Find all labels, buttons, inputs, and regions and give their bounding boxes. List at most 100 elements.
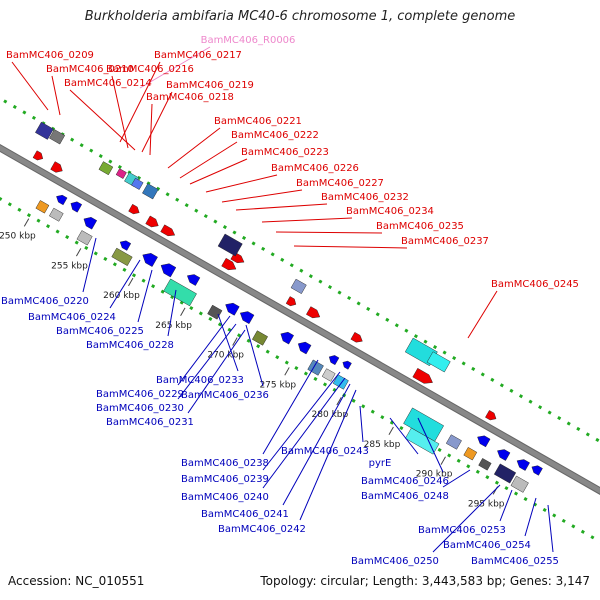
tick-label: 255 kbp	[51, 261, 88, 271]
reverse-gene-leader	[299, 389, 357, 521]
feature-box-shape	[332, 374, 349, 390]
reverse-gene-label: pyrE	[369, 458, 392, 469]
reverse-gene-leader	[82, 237, 97, 293]
forward-gene-leader	[69, 89, 136, 151]
reverse-gene	[160, 263, 177, 278]
reverse-gene-label: BamMC406_0228	[86, 340, 174, 351]
feature-box-shape	[98, 161, 114, 176]
tick-mark	[284, 367, 290, 376]
forward-gene-label: BamMC406_0214	[64, 78, 152, 89]
feature-box	[49, 129, 66, 145]
feature-box-shape	[510, 475, 529, 493]
feature-box-shape	[115, 168, 127, 179]
feature-box	[76, 230, 93, 246]
feature-box	[510, 475, 529, 493]
feature-box	[35, 121, 54, 140]
reverse-gene-leader	[262, 371, 341, 471]
forward-gene-shape	[350, 332, 363, 343]
feature-box-shape	[49, 129, 66, 145]
reverse-gene-leader	[499, 489, 513, 522]
forward-gene-shape	[160, 224, 176, 237]
forward-gene-shape	[221, 257, 237, 271]
forward-gene-shape	[32, 150, 44, 161]
reverse-gene	[119, 240, 132, 251]
reverse-gene	[142, 253, 158, 267]
feature-box-shape	[163, 278, 197, 307]
forward-gene-label: BamMC406_0223	[241, 147, 329, 158]
reverse-gene-label: BamMC406_0240	[181, 492, 269, 503]
reverse-gene-shape	[187, 274, 201, 286]
forward-gene	[128, 203, 140, 215]
reverse-gene-leader	[137, 269, 153, 323]
forward-gene-label: BamMC406_0216	[106, 64, 194, 75]
forward-gene-label: BamMC406_0237	[401, 236, 489, 247]
reverse-gene-shape	[477, 435, 491, 448]
tick-mark	[128, 277, 134, 287]
reverse-gene	[239, 311, 255, 325]
forward-gene-shape	[50, 161, 63, 173]
feature-box	[321, 368, 336, 382]
tick-label: 275 kbp	[259, 380, 296, 390]
reverse-gene-label: BamMC406_0242	[218, 524, 306, 535]
tick-mark	[23, 218, 30, 227]
feature-box-shape	[478, 458, 492, 471]
forward-gene-leader	[275, 231, 383, 234]
forward-gene-leader	[179, 141, 238, 179]
forward-gene-leader	[221, 189, 303, 203]
feature-box	[478, 458, 492, 471]
forward-gene-label: BamMC406_0217	[154, 50, 242, 61]
forward-gene-leader	[167, 127, 221, 169]
forward-gene-leader	[149, 103, 153, 156]
reverse-gene	[477, 435, 491, 448]
feature-box-shape	[426, 351, 451, 373]
reverse-gene-label: BamMC406_0250	[351, 556, 439, 567]
forward-gene-leader	[139, 46, 211, 89]
forward-gene-label: BamMC406_0227	[296, 178, 384, 189]
feature-box	[217, 233, 243, 257]
reverse-gene-shape	[160, 263, 177, 278]
reverse-gene	[328, 355, 340, 366]
forward-gene-label: BamMC406_R0006	[201, 35, 296, 46]
forward-gene-leader	[119, 61, 161, 143]
forward-gene-label: BamMC406_0232	[321, 192, 409, 203]
forward-gene-label: BamMC406_0226	[271, 163, 359, 174]
feature-box	[142, 183, 159, 200]
forward-gene-leader	[141, 91, 173, 153]
tick-label: 265 kbp	[155, 321, 192, 331]
reverse-gene-shape	[83, 217, 98, 230]
feature-box-shape	[35, 200, 50, 214]
reverse-gene-leader	[389, 417, 419, 455]
reverse-gene	[531, 465, 543, 476]
forward-gene-label: BamMC406_0234	[346, 206, 434, 217]
reverse-gene-leader	[177, 315, 231, 386]
reverse-gene-label: BamMC406_0254	[443, 540, 531, 551]
reverse-gene-label: BamMC406_0241	[201, 509, 289, 520]
reverse-gene-shape	[280, 331, 294, 345]
reverse-gene-label: BamMC406_0238	[181, 458, 269, 469]
forward-gene-shape	[306, 306, 321, 319]
feature-box	[98, 161, 114, 176]
forward-gene	[32, 150, 44, 161]
reverse-gene-label: BamMC406_0243	[281, 446, 369, 457]
reverse-gene-shape	[531, 465, 543, 476]
reverse-gene	[70, 201, 83, 213]
forward-gene-leader	[467, 290, 498, 339]
feature-box	[332, 374, 349, 390]
map-title: Burkholderia ambifaria MC40-6 chromosome…	[84, 9, 516, 24]
feature-box-shape	[445, 434, 462, 450]
reverse-gene-leader	[262, 377, 346, 489]
forward-gene-shape	[412, 368, 433, 384]
forward-gene	[145, 215, 159, 228]
feature-box-shape	[252, 330, 268, 346]
feature-box-shape	[49, 207, 64, 222]
forward-gene	[412, 368, 433, 384]
tick-mark	[75, 248, 82, 257]
tick-mark	[180, 307, 186, 316]
feature-box	[426, 351, 451, 373]
forward-gene-label: BamMC406_0218	[146, 92, 234, 103]
feature-box-shape	[217, 233, 243, 257]
reverse-gene-leader	[547, 504, 554, 553]
accession-text: Accession: NC_010551	[8, 574, 145, 588]
reverse-gene	[497, 449, 511, 461]
